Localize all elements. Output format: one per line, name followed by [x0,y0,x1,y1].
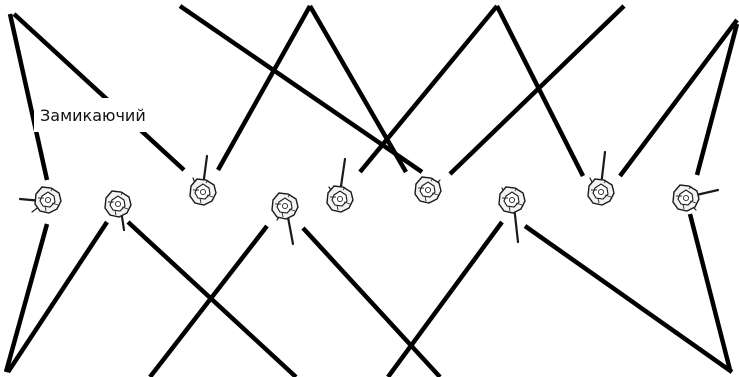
label-group: Замикаючий [34,98,174,132]
closing-unit-label: Замикаючий [40,106,146,125]
